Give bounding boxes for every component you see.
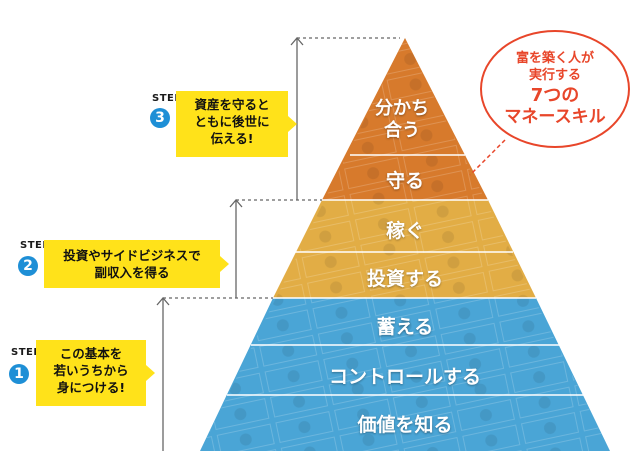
step-brackets [156, 37, 400, 451]
step3-note: 資産を守ると ともに後世に 伝える! [176, 91, 297, 157]
level-share: 分かち 合う [375, 98, 429, 141]
bubble-connector [469, 139, 506, 176]
step2-number-badge: 2 [18, 256, 38, 276]
level-earn: 稼ぐ [385, 220, 425, 242]
step2-tag: STEP [20, 240, 51, 251]
level-invest: 投資する [366, 268, 444, 290]
step1-number-badge: 1 [9, 364, 29, 384]
bubble-line-1: 富を築く人が 実行する [482, 50, 628, 84]
step1-tag: STEP [11, 347, 42, 358]
step2-note: 投資やサイドビジネスで 副収入を得る [44, 240, 229, 288]
level-control: コントロールする [328, 366, 482, 388]
step1-note: この基本を 若いうちから 身につける! [36, 340, 155, 406]
bubble-line-3: 7つの [530, 85, 580, 106]
step3-tag: STEP [152, 93, 183, 104]
level-protect: 守る [385, 170, 425, 192]
money-texture [200, 38, 610, 451]
seven-skills-bubble: 富を築く人が 実行する 7つの マネースキル [480, 30, 630, 148]
level-know-value: 価値を知る [357, 414, 453, 436]
bubble-text-1: 富を築く人が [515, 51, 594, 66]
step3-number-badge: 3 [150, 108, 170, 128]
level-save: 蓄える [376, 316, 434, 338]
level-separators [227, 154, 585, 396]
bubble-line-4: マネースキル [504, 107, 606, 127]
bubble-text-2: 実行する [528, 68, 581, 83]
